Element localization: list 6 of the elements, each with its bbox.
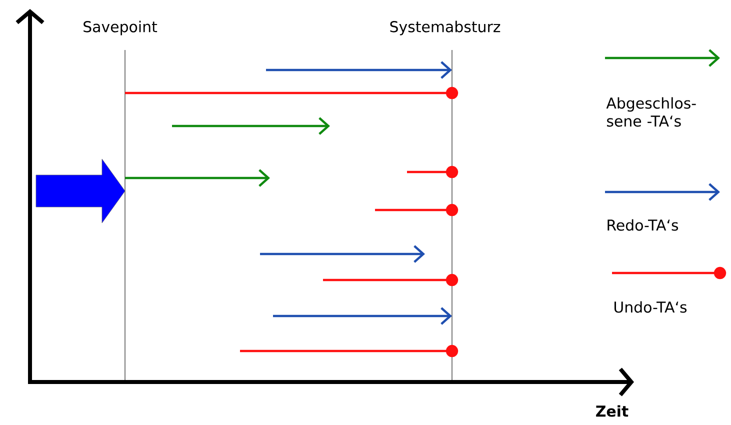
- legend-text: Redo-TA‘s: [608, 219, 678, 231]
- axis-label: Savepoint: [84, 20, 158, 36]
- legend-text: Abgeschlos- sene -TA‘s: [606, 97, 696, 127]
- axis-label: Zeit: [596, 405, 628, 417]
- legend-text: Undo-TA‘s: [614, 301, 687, 313]
- axis-label: Systemabsturz: [390, 20, 500, 36]
